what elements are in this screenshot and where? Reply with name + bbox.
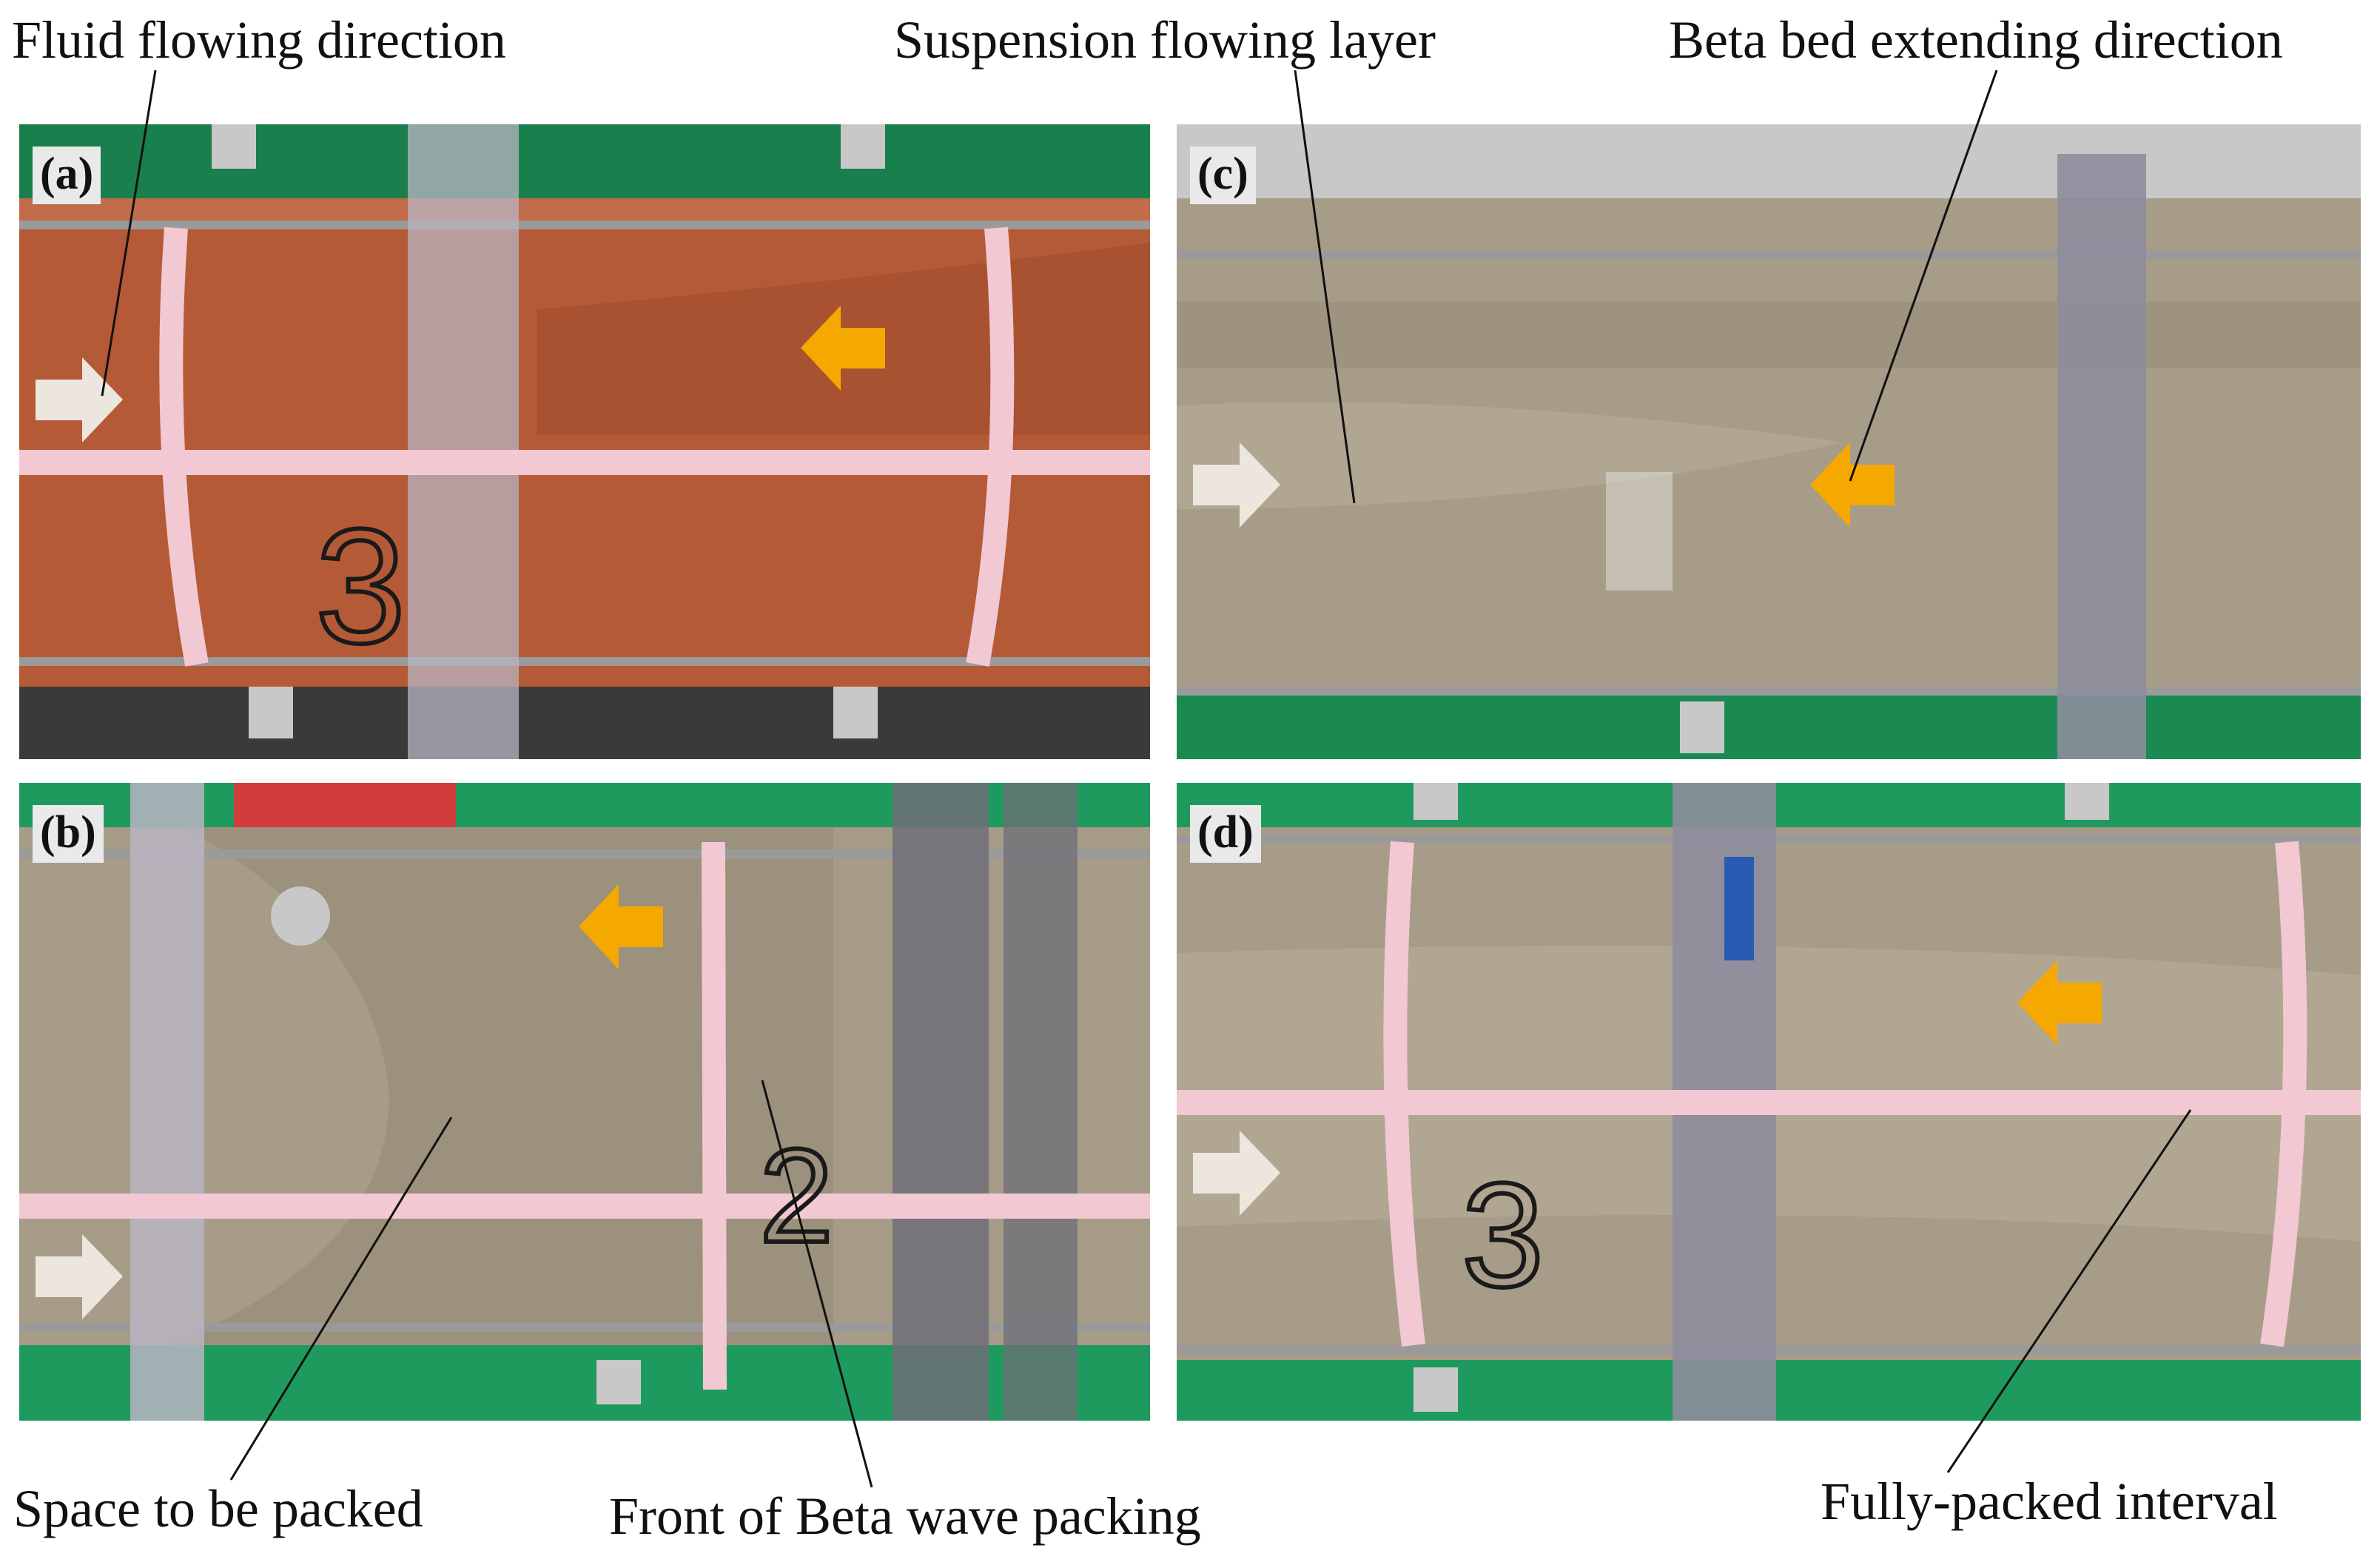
pipe-number-a: 3 (315, 495, 406, 677)
photo-panel-d: 3 (d) (1177, 783, 2361, 1421)
panel-tag-d: (d) (1190, 805, 1261, 863)
callout-beta-bed-extending-direction: Beta bed extending direction (1669, 10, 2283, 70)
arrow-left-icon (2017, 960, 2102, 1046)
arrow-left-icon (579, 884, 663, 969)
arrow-left-icon (801, 306, 885, 391)
callout-space-to-be-packed: Space to be packed (13, 1479, 423, 1538)
callout-suspension-flowing-layer: Suspension flowing layer (894, 10, 1436, 70)
arrow-right-icon (36, 1234, 123, 1319)
callout-fluid-flowing-direction: Fluid flowing direction (12, 10, 506, 70)
panel-tag-c: (c) (1190, 147, 1256, 204)
photo-panel-c: (c) (1177, 124, 2361, 759)
photo-panel-b: 2 (b) (19, 783, 1150, 1421)
panel-tag-a: (a) (33, 147, 101, 204)
callout-fully-packed-interval: Fully-packed interval (1821, 1472, 2278, 1531)
pipe-number-b: 2 (759, 1122, 833, 1270)
pipe-number-d: 3 (1462, 1153, 1544, 1318)
arrow-right-icon (1193, 442, 1280, 528)
callout-front-of-beta-wave-packing: Front of Beta wave packing (609, 1487, 1201, 1546)
panel-tag-b: (b) (33, 805, 104, 863)
photo-panel-a: 3 (a) (19, 124, 1150, 759)
arrow-right-icon (36, 357, 123, 442)
arrow-right-icon (1193, 1131, 1280, 1216)
arrow-left-icon (1810, 442, 1895, 528)
